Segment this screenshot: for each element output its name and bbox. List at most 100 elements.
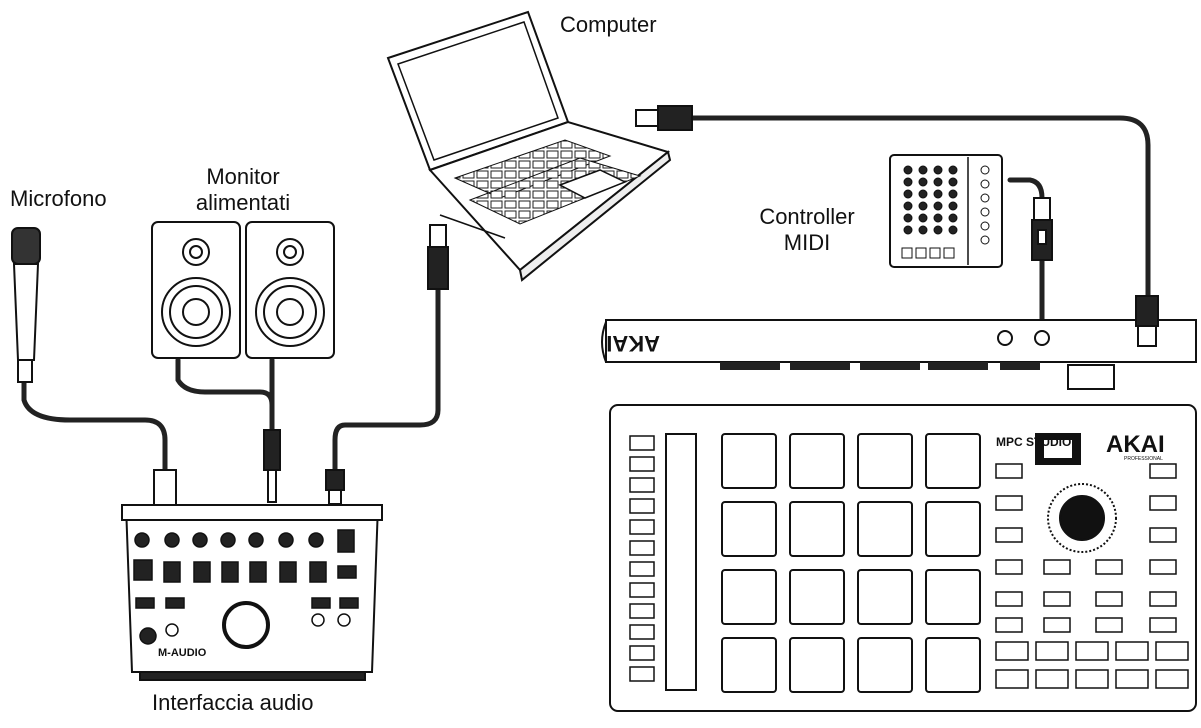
- monitors-label-line2: alimentati: [195, 190, 291, 215]
- mpc-function-button: [1149, 495, 1177, 511]
- mpc-pad: [857, 433, 913, 489]
- midi-knob: [933, 225, 943, 235]
- midi-button: [901, 247, 913, 259]
- mpc-side-button: [629, 603, 655, 619]
- usb-connector-icon: [635, 105, 693, 131]
- mpc-pad: [721, 501, 777, 557]
- laptop-icon: [386, 10, 672, 282]
- mpc-pad: [857, 637, 913, 693]
- mpc-pad: [789, 637, 845, 693]
- mpc-side-button: [629, 498, 655, 514]
- mpc-function-button: [1095, 617, 1123, 633]
- mpc-rear-panel: AKAI: [601, 295, 1197, 390]
- mpc-function-button: [995, 495, 1023, 511]
- mpc-transport-button: [1115, 669, 1149, 689]
- midi-knob: [903, 189, 913, 199]
- speaker-icon: [245, 221, 335, 359]
- mpc-model-label: MPC STUDIO: [996, 435, 1071, 449]
- mpc-transport-button: [1155, 669, 1189, 689]
- microphone-icon: [11, 227, 41, 383]
- midi-knob: [933, 165, 943, 175]
- midi-knob: [918, 165, 928, 175]
- usb-connector-icon: [325, 469, 345, 505]
- mpc-function-button: [995, 591, 1023, 607]
- mpc-transport-button: [995, 669, 1029, 689]
- midi-knob: [948, 189, 958, 199]
- midi-knob: [980, 179, 990, 189]
- midi-knob: [948, 165, 958, 175]
- midi-button: [929, 247, 941, 259]
- midi-knob: [918, 189, 928, 199]
- mpc-side-button: [629, 624, 655, 640]
- mpc-brand-sub: PROFESSIONAL: [1124, 456, 1163, 462]
- mpc-pad: [721, 433, 777, 489]
- midi-knob: [903, 177, 913, 187]
- midi-knob: [933, 177, 943, 187]
- midi-button: [915, 247, 927, 259]
- mpc-pad: [721, 637, 777, 693]
- mpc-pad: [857, 569, 913, 625]
- midi-cable: [1007, 177, 1045, 201]
- mpc-pad: [789, 433, 845, 489]
- mpc-function-button: [1095, 559, 1123, 575]
- mpc-transport-button: [1075, 641, 1109, 661]
- midi-controller-label: Controller MIDI: [752, 204, 862, 256]
- midi-knob: [918, 213, 928, 223]
- mpc-side-button: [629, 519, 655, 535]
- usb-connector-icon: [427, 224, 449, 290]
- mpc-function-button: [1149, 527, 1177, 543]
- midi-knob: [948, 177, 958, 187]
- mpc-function-button: [1149, 463, 1177, 479]
- mpc-transport-button: [1155, 641, 1189, 661]
- interface-logo: M-AUDIO: [158, 647, 207, 659]
- mpc-pad: [925, 637, 981, 693]
- midi-knob: [903, 225, 913, 235]
- mpc-function-button: [995, 617, 1023, 633]
- audio-interface-icon: M-AUDIO: [121, 504, 383, 681]
- midi-knob: [903, 201, 913, 211]
- mpc-function-button: [1095, 591, 1123, 607]
- audio-interface-label: Interfaccia audio: [152, 690, 314, 715]
- mpc-brand-logo: AKAI: [1106, 431, 1165, 458]
- midi-knob: [918, 201, 928, 211]
- mpc-transport-button: [1075, 669, 1109, 689]
- mpc-pad: [925, 501, 981, 557]
- monitors-label: Monitor alimentati: [188, 164, 298, 216]
- speaker-icon: [151, 221, 241, 359]
- midi-knob: [933, 213, 943, 223]
- mpc-function-button: [995, 559, 1023, 575]
- midi-knob: [903, 213, 913, 223]
- midi-knob: [918, 177, 928, 187]
- mpc-function-button: [1043, 617, 1071, 633]
- speaker-cable-left: [175, 357, 275, 433]
- microphone-cable: [21, 377, 168, 473]
- midi-button: [943, 247, 955, 259]
- jack-connector-icon: [1031, 197, 1053, 261]
- mpc-side-button: [629, 540, 655, 556]
- midi-knob: [903, 165, 913, 175]
- computer-usb-cable: [687, 115, 1151, 298]
- midi-knob: [980, 235, 990, 245]
- midi-knob: [948, 225, 958, 235]
- mpc-pad: [857, 501, 913, 557]
- midi-knob: [933, 201, 943, 211]
- midi-knob: [933, 189, 943, 199]
- mpc-transport-button: [1115, 641, 1149, 661]
- mpc-function-button: [995, 463, 1023, 479]
- mpc-transport-button: [1035, 641, 1069, 661]
- mpc-rear-brand: AKAI: [606, 331, 660, 356]
- mpc-side-button: [629, 477, 655, 493]
- mpc-function-button: [1149, 559, 1177, 575]
- mpc-pad: [925, 569, 981, 625]
- mpc-controller-icon: MPC STUDIO AKAI PROFESSIONAL: [609, 404, 1197, 712]
- mpc-pad: [721, 569, 777, 625]
- mpc-side-button: [629, 582, 655, 598]
- midi-knob: [980, 221, 990, 231]
- mpc-pad: [925, 433, 981, 489]
- mpc-side-button: [629, 666, 655, 682]
- midi-knob: [948, 201, 958, 211]
- midi-knob: [980, 193, 990, 203]
- mpc-pad: [789, 569, 845, 625]
